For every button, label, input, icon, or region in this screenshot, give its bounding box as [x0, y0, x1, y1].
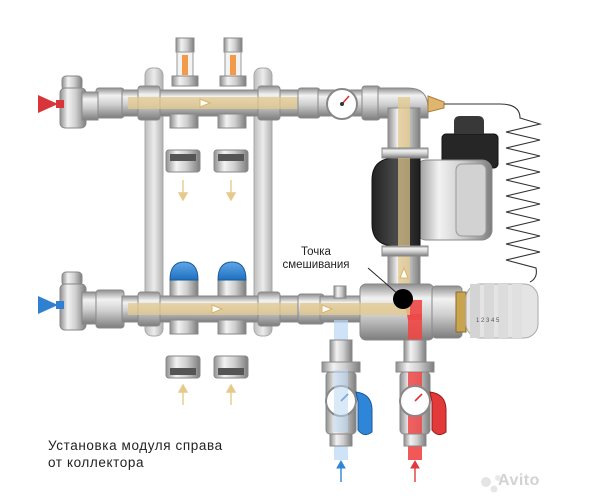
blue-valve-cap-2[interactable]: [217, 261, 247, 281]
inlet-arrowhead: [177, 383, 189, 393]
hot-inlet-arrow: [410, 459, 420, 482]
capillary-tube: [444, 103, 543, 283]
ball-valve-hot[interactable]: [395, 339, 447, 447]
mixing-point-label: Точка смешивания: [256, 246, 376, 272]
flow-arrow: [399, 266, 409, 279]
mixing-point-marker: [393, 289, 413, 309]
outlet-arrowhead: [225, 192, 237, 202]
return-vertical-stripe-pump: [398, 158, 410, 246]
flow-arrow: [321, 304, 334, 314]
mixing-point-label-line1: Точка: [301, 246, 331, 258]
mounting-bracket-right: [253, 67, 273, 337]
watermark: Avito: [498, 472, 540, 489]
avito-logo-icon: [481, 475, 501, 493]
return-outlet-2: [213, 149, 249, 173]
cold-line-lower: [334, 370, 348, 432]
flowmeter-1: [171, 37, 199, 87]
diagram-caption: Установка модуля справа от коллектора: [48, 437, 223, 471]
mixing-point-label-line2: смешивания: [282, 259, 350, 271]
supply-outlet-2: [213, 355, 249, 379]
flow-arrow: [199, 98, 212, 108]
blue-valve-cap-1[interactable]: [169, 261, 199, 281]
flowmeter-2: [219, 37, 247, 87]
outlet-arrowhead: [177, 192, 189, 202]
temperature-sensor-probe: [427, 95, 445, 113]
inlet-arrowhead: [225, 383, 237, 393]
flow-arrow: [211, 304, 224, 314]
return-outlet-1: [165, 149, 201, 173]
drain-valve-blue[interactable]: [38, 271, 99, 331]
drain-valve-red[interactable]: [38, 75, 99, 129]
svg-text:1 2 3 4 5: 1 2 3 4 5: [476, 318, 500, 324]
cold-inlet-arrow: [336, 459, 346, 482]
thermostatic-head[interactable]: 1 2 3 4 5: [465, 283, 539, 339]
mixed-flow-stripe: [300, 303, 410, 315]
mixing-point-leader: [367, 267, 399, 295]
mounting-bracket-left: [144, 67, 164, 337]
thermometer-upper: [326, 88, 358, 120]
caption-line1: Установка модуля справа: [48, 438, 223, 453]
supply-outlet-1: [165, 355, 201, 379]
caption-line2: от коллектора: [48, 455, 145, 470]
